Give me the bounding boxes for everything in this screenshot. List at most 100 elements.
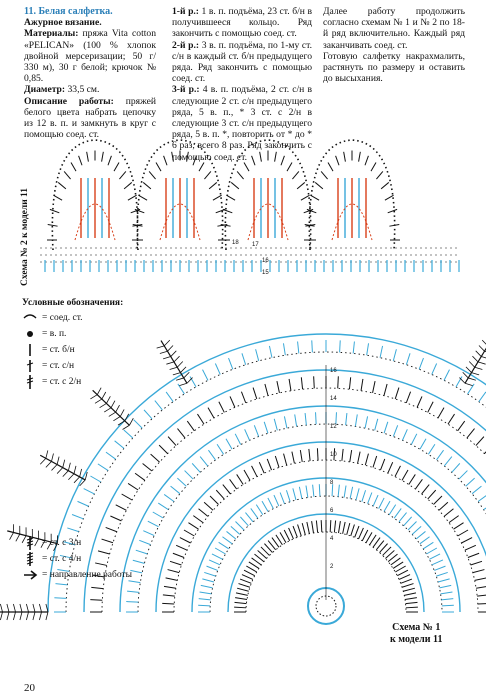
schema1-stitch <box>401 583 414 588</box>
schema2-motif-arch <box>136 139 224 251</box>
schema1-stitch <box>329 520 332 533</box>
schema1-fan-stitch <box>39 611 42 621</box>
schema1-stitch <box>476 586 486 589</box>
schema1-fan-stitch <box>46 541 52 550</box>
schema1-stitch <box>193 515 204 524</box>
schema1-stitch <box>298 486 303 499</box>
schema2-petal-stitch <box>208 182 218 190</box>
schema2-row-number: 17 <box>252 242 259 248</box>
schema1-stitch <box>365 532 373 543</box>
schema1-fan-stitch <box>176 377 184 381</box>
schema1-stitch <box>464 544 477 551</box>
schema1-stitch <box>392 561 404 569</box>
schema2-petal-stitch <box>107 155 112 166</box>
schema1-stitch <box>105 526 118 533</box>
schema2-petal-stitch <box>148 171 156 180</box>
schema1-fan-stitch <box>106 396 111 404</box>
schema1-fan-stitch <box>167 345 174 352</box>
schema1-stitch <box>403 587 415 592</box>
row3: 3-й р.: 4 в. п. подъёма, 2 ст. с/н в сле… <box>172 84 312 163</box>
schema1-stitch <box>198 508 209 517</box>
schema1-stitch <box>226 531 237 540</box>
schema1-stitch <box>288 527 294 540</box>
schema2-petal-stitch <box>327 162 334 172</box>
schema2-petal-stitch <box>86 151 89 162</box>
schema1-fan-stitch <box>32 611 36 621</box>
schema1-fan-stitch <box>459 377 466 384</box>
schema1-stitch <box>243 569 255 577</box>
schema1-stitch <box>172 552 185 558</box>
schema1-stitch <box>90 475 102 483</box>
schema1-fan-stitch <box>170 350 177 357</box>
schema1-stitch <box>283 453 288 466</box>
schema1-stitch <box>230 525 241 535</box>
schema1-stitch <box>254 553 265 563</box>
schema1-stitch <box>383 383 388 396</box>
schema1-stitch <box>467 552 480 558</box>
schema1-fan-stitch <box>468 377 476 381</box>
schema1-stitch <box>475 436 485 446</box>
schema1-fan-stitch <box>62 470 69 477</box>
schema2-petal-stitch <box>343 151 346 162</box>
schema1-stitch <box>276 381 280 393</box>
schema1-stitch <box>128 580 141 584</box>
schema1-row-number: 4 <box>330 536 334 542</box>
row2: 2-й р.: 3 в. п. подъёма, по 1-му ст. с/н… <box>172 39 312 85</box>
schema1-stitch <box>443 508 454 517</box>
schema1-fan-stitch <box>180 366 187 373</box>
schema1-stitch <box>214 363 221 375</box>
schema2-petal-stitch <box>251 155 256 166</box>
schema2-petal-stitch <box>186 151 189 162</box>
schema1-stitch <box>447 413 455 425</box>
schema2-petal-stitch <box>70 162 77 172</box>
schema1-stitch <box>441 604 454 607</box>
schema2-row-number: 16 <box>262 258 269 264</box>
schema1-stitch <box>244 429 250 441</box>
schema1-fan-stitch <box>129 418 134 426</box>
schema1-stitch <box>214 547 226 555</box>
schema1-ring <box>209 495 443 613</box>
schema1-stitch <box>453 522 464 530</box>
schema1-stitch <box>251 557 262 566</box>
schema2-petal-stitch <box>286 162 293 172</box>
schema1-fan-stitch <box>79 479 86 487</box>
schema1-stitch <box>315 412 317 425</box>
schema1-stitch <box>472 569 485 574</box>
schema1-stitch <box>390 557 401 566</box>
schema1-stitch <box>110 515 122 522</box>
schema1-stitch <box>157 502 169 511</box>
schema1-stitch <box>115 504 127 511</box>
schema1-stitch <box>439 584 452 589</box>
schema1-stitch <box>379 543 388 553</box>
schema1-stitch <box>288 378 292 391</box>
schema1-stitch <box>177 428 186 439</box>
schema1-fan-stitch <box>101 391 107 400</box>
slip-stitch-icon <box>22 311 38 325</box>
legend-label: = ст. с 3/н <box>42 538 82 548</box>
legend-label: = направление работы <box>42 570 132 580</box>
schema1-stitch <box>438 501 449 511</box>
schema1-fan-stitch <box>464 382 473 386</box>
schema1-stitch <box>311 340 313 353</box>
schema1-stitch <box>175 544 188 551</box>
schema1-stitch <box>349 486 354 499</box>
schema1-fan-stitch <box>39 603 42 613</box>
schema1-stitch <box>251 465 258 477</box>
schema1-stitch <box>95 562 107 566</box>
schema1-fan-stitch <box>6 603 10 613</box>
schema1-stitch <box>427 489 437 500</box>
subtitle: Ажурное вязание. <box>24 17 102 29</box>
schema1-stitch <box>364 416 369 429</box>
schema1-stitch <box>385 550 395 559</box>
schema2-petal-stitch <box>217 223 228 227</box>
schema1-stitch <box>71 514 84 520</box>
schema1-fan-stitch <box>176 361 184 368</box>
schema1-stitch <box>372 455 378 468</box>
schema1-stitch <box>204 571 216 577</box>
schema1-stitch <box>457 420 466 432</box>
schema1-stitch <box>320 520 323 533</box>
schema2-petal-stitch <box>222 208 233 214</box>
schema1-stitch <box>407 521 417 531</box>
schema1-stitch <box>222 536 233 545</box>
schema1-fan-stitch <box>51 464 58 471</box>
